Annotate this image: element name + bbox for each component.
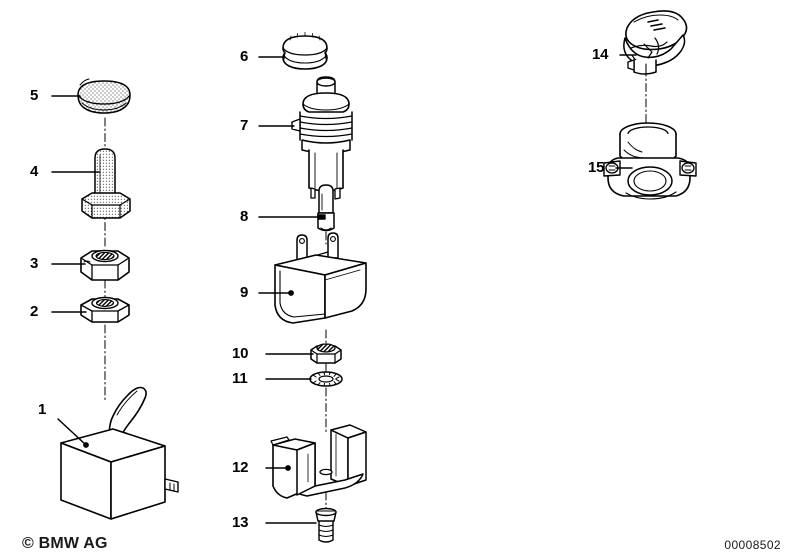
part-1-toggle-switch: [60, 386, 179, 520]
copyright-notice: © BMW AG: [22, 535, 108, 552]
callout-number-14[interactable]: 14: [592, 46, 609, 63]
part-12-mounting-bracket: [270, 424, 367, 499]
callout-number-5[interactable]: 5: [30, 87, 39, 104]
callout-number-9[interactable]: 9: [240, 284, 249, 301]
part-7-push-button-switch: [291, 76, 353, 203]
callout-number-7[interactable]: 7: [240, 117, 249, 134]
callout-number-13[interactable]: 13: [232, 514, 249, 531]
callout-number-10[interactable]: 10: [232, 345, 249, 362]
part-2-thin-hex-nut: [80, 296, 130, 323]
part-5-knob-cap: [77, 78, 131, 114]
callout-number-2[interactable]: 2: [30, 303, 39, 320]
leader-1: [57, 418, 87, 446]
callout-number-11[interactable]: 11: [232, 370, 248, 387]
diagram-reference-number: 00008502: [724, 538, 781, 552]
callout-number-6[interactable]: 6: [240, 48, 249, 65]
part-8-bulb: [317, 184, 335, 232]
callout-number-1[interactable]: 1: [38, 401, 47, 418]
part-9-relay: [274, 232, 367, 324]
callout-number-3[interactable]: 3: [30, 255, 39, 272]
part-11-lock-washer: [309, 371, 343, 387]
part-14-lever-handle: [623, 10, 688, 75]
part-4-lever-bolt: [81, 148, 131, 219]
part-15-clamp-housing: [603, 122, 697, 200]
part-10-small-nut: [310, 343, 342, 364]
part-13-screw: [315, 507, 337, 543]
part-3-hex-nut: [80, 249, 130, 281]
callout-number-15[interactable]: 15: [588, 159, 605, 176]
part-6-push-button-cap: [282, 32, 328, 70]
leader-lines: [51, 54, 637, 524]
callout-number-12[interactable]: 12: [232, 459, 249, 476]
callout-number-8[interactable]: 8: [240, 208, 249, 225]
callout-number-4[interactable]: 4: [30, 163, 39, 180]
